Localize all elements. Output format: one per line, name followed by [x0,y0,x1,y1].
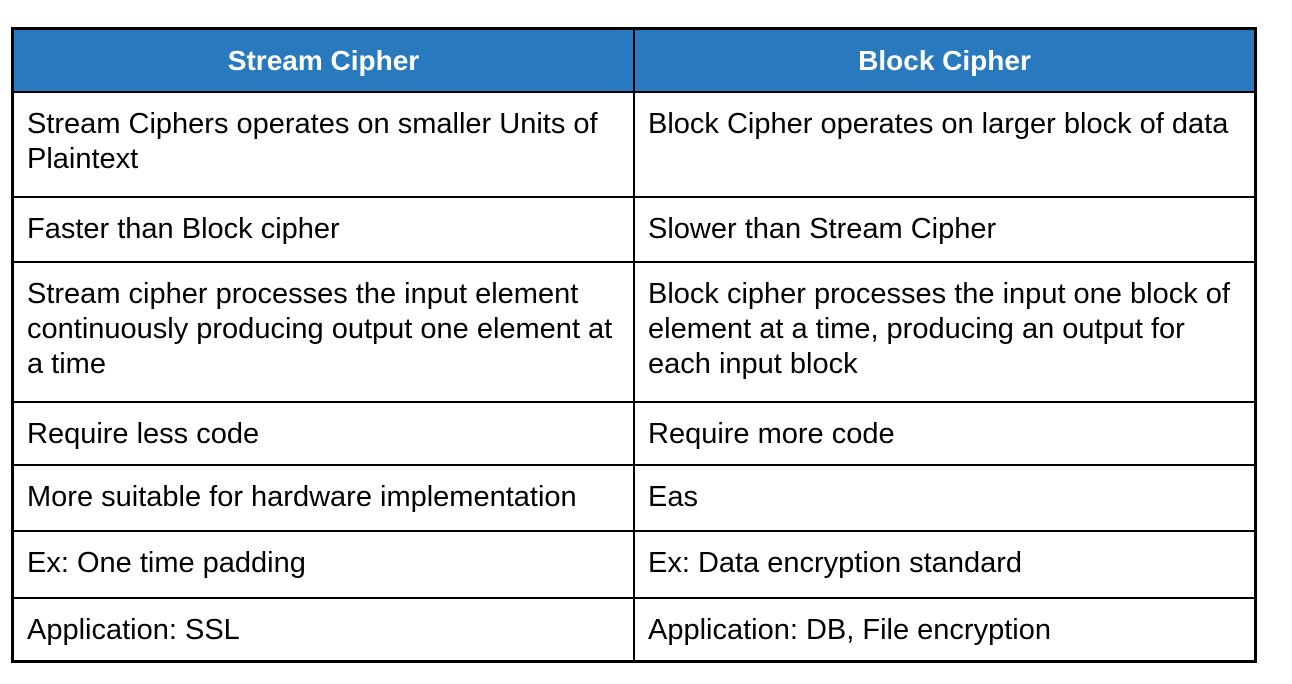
header-block-cipher: Block Cipher [633,27,1257,93]
table-row: Faster than Block cipher Slower than Str… [11,196,1257,263]
cell-block-processing: Block cipher processes the input one blo… [633,261,1257,403]
cell-stream-application: Application: SSL [11,597,635,662]
cell-stream-speed: Faster than Block cipher [11,196,635,263]
table-header-row: Stream Cipher Block Cipher [11,27,1257,93]
cell-block-speed: Slower than Stream Cipher [633,196,1257,263]
cell-block-code: Require more code [633,401,1257,466]
cell-block-hardware: Eas [633,464,1257,532]
cell-stream-hardware: More suitable for hardware implementatio… [11,464,635,532]
cell-block-application: Application: DB, File encryption [633,597,1257,662]
cell-stream-code: Require less code [11,401,635,466]
header-stream-cipher: Stream Cipher [11,27,635,93]
cell-block-example: Ex: Data encryption standard [633,530,1257,599]
cell-block-units: Block Cipher operates on larger block of… [633,91,1257,198]
table-row: Stream Ciphers operates on smaller Units… [11,91,1257,198]
table-row: Ex: One time padding Ex: Data encryption… [11,530,1257,599]
table-row: Stream cipher processes the input elemen… [11,261,1257,403]
table-row: More suitable for hardware implementatio… [11,464,1257,532]
cell-stream-processing: Stream cipher processes the input elemen… [11,261,635,403]
cipher-comparison-table: Stream Cipher Block Cipher Stream Cipher… [11,27,1257,663]
cell-stream-units: Stream Ciphers operates on smaller Units… [11,91,635,198]
cell-stream-example: Ex: One time padding [11,530,635,599]
table-row: Application: SSL Application: DB, File e… [11,597,1257,662]
table-row: Require less code Require more code [11,401,1257,466]
